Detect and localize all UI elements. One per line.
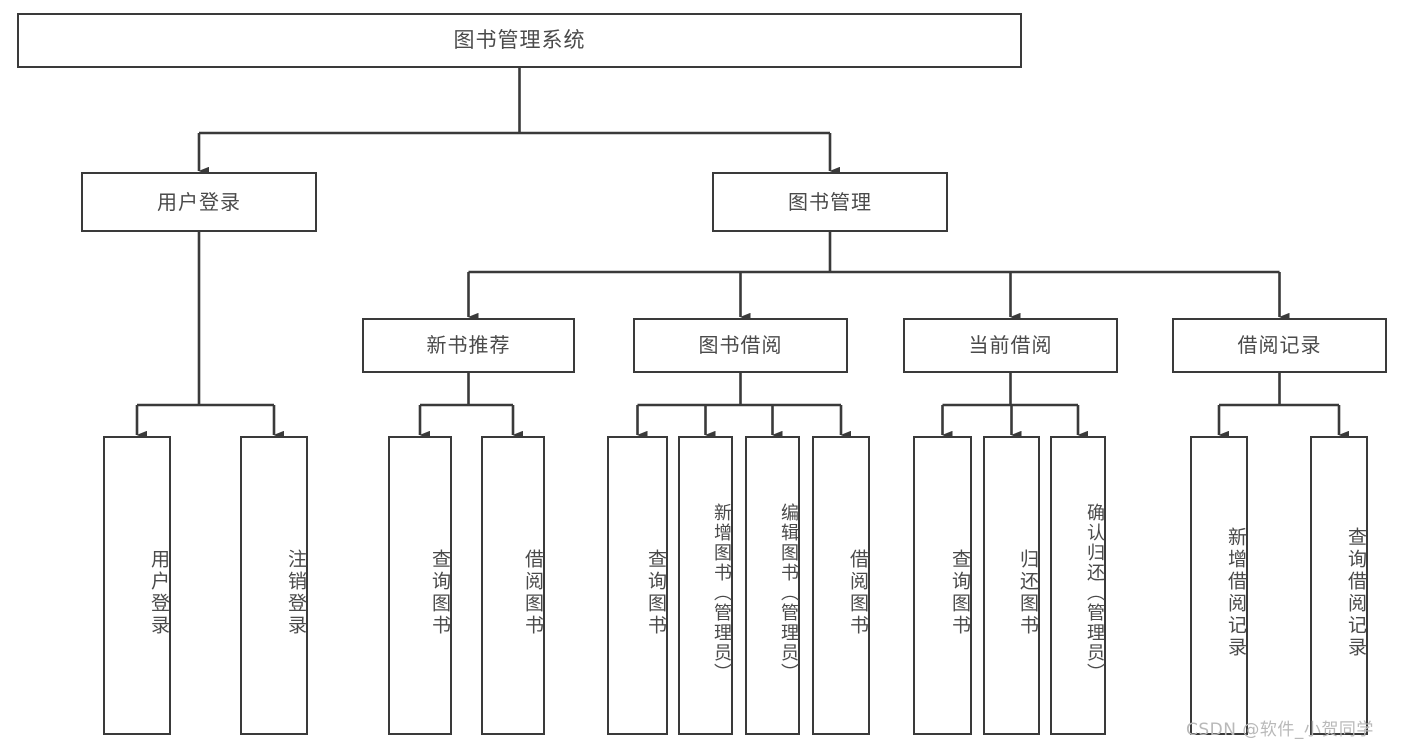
node-label: 查询借阅记录 bbox=[1345, 526, 1367, 659]
node-leaf-borrow-book-1[interactable]: 借阅图书 bbox=[481, 436, 545, 735]
node-label: 用户登录 bbox=[157, 189, 241, 214]
node-book-borrow[interactable]: 图书借阅 bbox=[633, 318, 848, 373]
node-book-management[interactable]: 图书管理 bbox=[712, 172, 948, 232]
node-label: 图书管理 bbox=[788, 189, 872, 214]
node-leaf-logout[interactable]: 注销登录 bbox=[240, 436, 308, 735]
node-label: 查询图书 bbox=[429, 548, 451, 637]
watermark: CSDN @软件_小贺同学 bbox=[1186, 720, 1374, 740]
node-label: 借阅图书 bbox=[847, 548, 869, 637]
node-borrow-record[interactable]: 借阅记录 bbox=[1172, 318, 1387, 373]
node-label: 查询图书 bbox=[949, 548, 971, 637]
node-label: 图书借阅 bbox=[698, 333, 783, 357]
node-leaf-query-book-2[interactable]: 查询图书 bbox=[607, 436, 668, 735]
node-label: 借阅记录 bbox=[1237, 333, 1322, 357]
node-book-management-system[interactable]: 图书管理系统 bbox=[17, 13, 1022, 68]
node-label: 当前借阅 bbox=[968, 333, 1053, 357]
node-user-login[interactable]: 用户登录 bbox=[81, 172, 317, 232]
node-label: 新书推荐 bbox=[426, 333, 511, 357]
node-leaf-add-book-admin[interactable]: 新增图书（管理员） bbox=[678, 436, 733, 735]
node-label: 新增图书（管理员） bbox=[711, 502, 732, 683]
node-label: 新增借阅记录 bbox=[1225, 526, 1247, 659]
node-label: 编辑图书（管理员） bbox=[778, 502, 799, 683]
node-label: 图书管理系统 bbox=[453, 28, 586, 53]
node-label: 归还图书 bbox=[1017, 548, 1039, 637]
node-label: 确认归还（管理员） bbox=[1084, 502, 1105, 683]
node-label: 借阅图书 bbox=[522, 548, 544, 637]
node-new-book-recommend[interactable]: 新书推荐 bbox=[362, 318, 575, 373]
node-leaf-confirm-return-admin[interactable]: 确认归还（管理员） bbox=[1050, 436, 1106, 735]
node-leaf-query-borrow-record[interactable]: 查询借阅记录 bbox=[1310, 436, 1368, 735]
node-leaf-user-login[interactable]: 用户登录 bbox=[103, 436, 171, 735]
node-leaf-edit-book-admin[interactable]: 编辑图书（管理员） bbox=[745, 436, 800, 735]
node-leaf-query-book-1[interactable]: 查询图书 bbox=[388, 436, 452, 735]
node-label: 用户登录 bbox=[148, 548, 170, 637]
node-label: 注销登录 bbox=[285, 548, 307, 637]
node-leaf-add-borrow-record[interactable]: 新增借阅记录 bbox=[1190, 436, 1248, 735]
node-current-borrow[interactable]: 当前借阅 bbox=[903, 318, 1118, 373]
node-leaf-borrow-book-2[interactable]: 借阅图书 bbox=[812, 436, 870, 735]
node-label: 查询图书 bbox=[645, 548, 667, 637]
node-leaf-query-book-3[interactable]: 查询图书 bbox=[913, 436, 972, 735]
node-leaf-return-book[interactable]: 归还图书 bbox=[983, 436, 1040, 735]
